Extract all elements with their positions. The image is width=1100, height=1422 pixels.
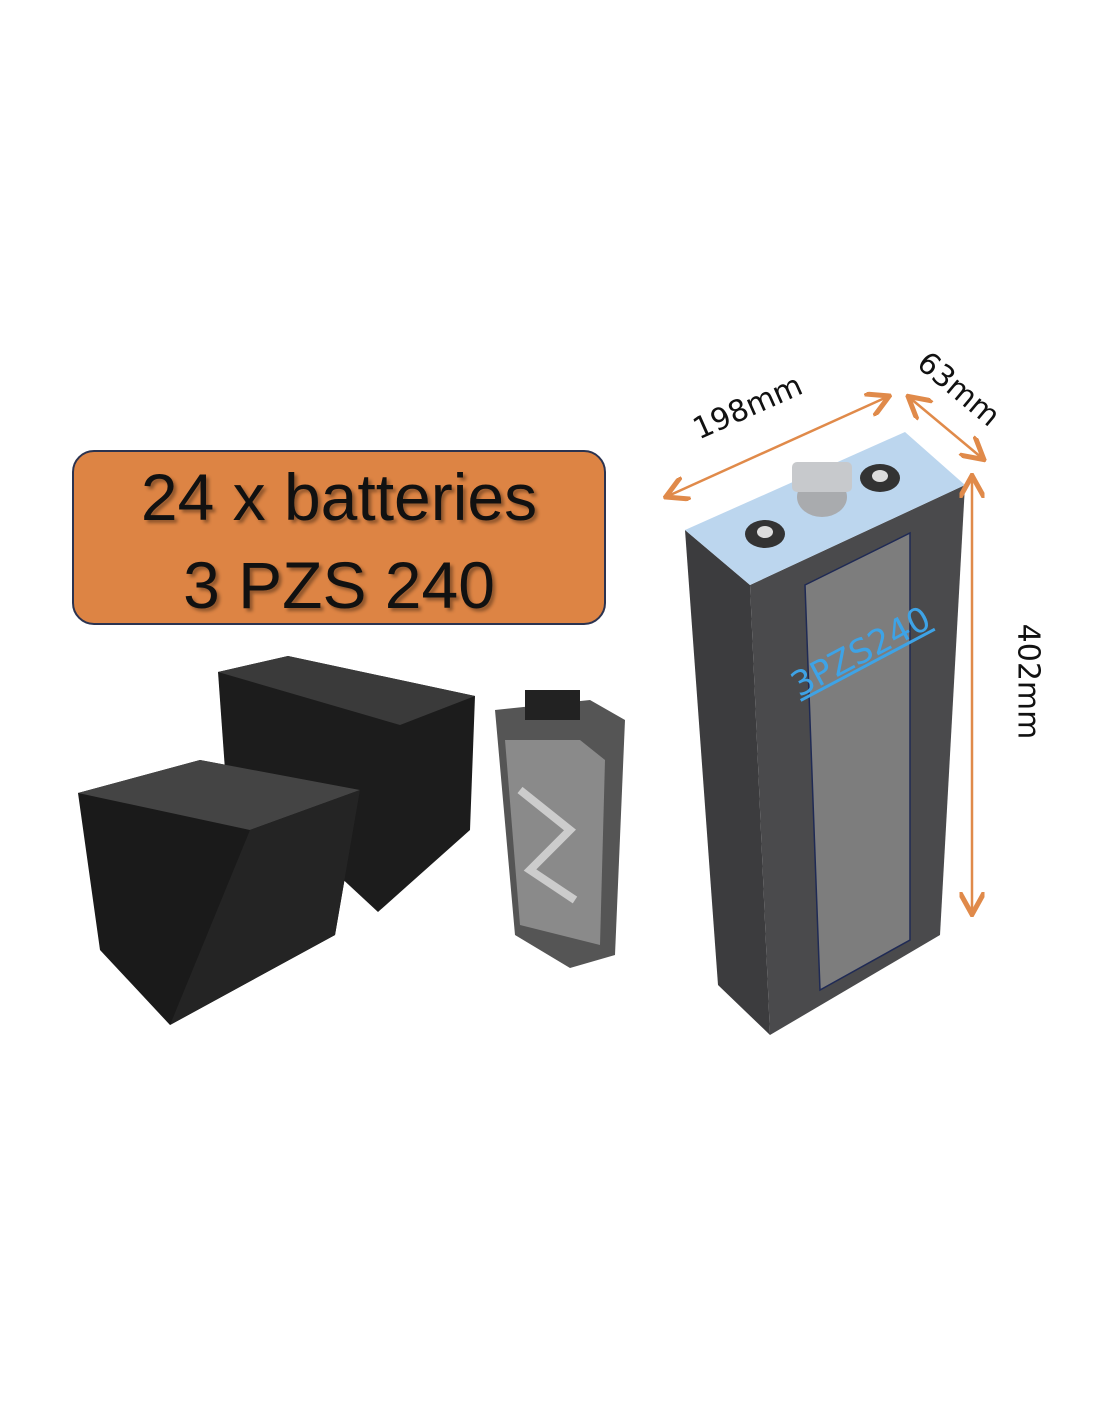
battery-tray-front [78, 760, 360, 1025]
title-banner: 24 x batteries 3 PZS 240 [72, 450, 606, 625]
battery-tray-back [218, 656, 475, 912]
depth-arrow [910, 398, 982, 458]
width-arrow [668, 397, 887, 496]
battery-cell-3d [685, 432, 965, 1035]
height-label: 402mm [1010, 623, 1046, 740]
banner-line-1: 24 x batteries [140, 460, 538, 534]
banner-line-2: 3 PZS 240 [183, 548, 495, 622]
cell-cutaway-photo [495, 690, 625, 968]
